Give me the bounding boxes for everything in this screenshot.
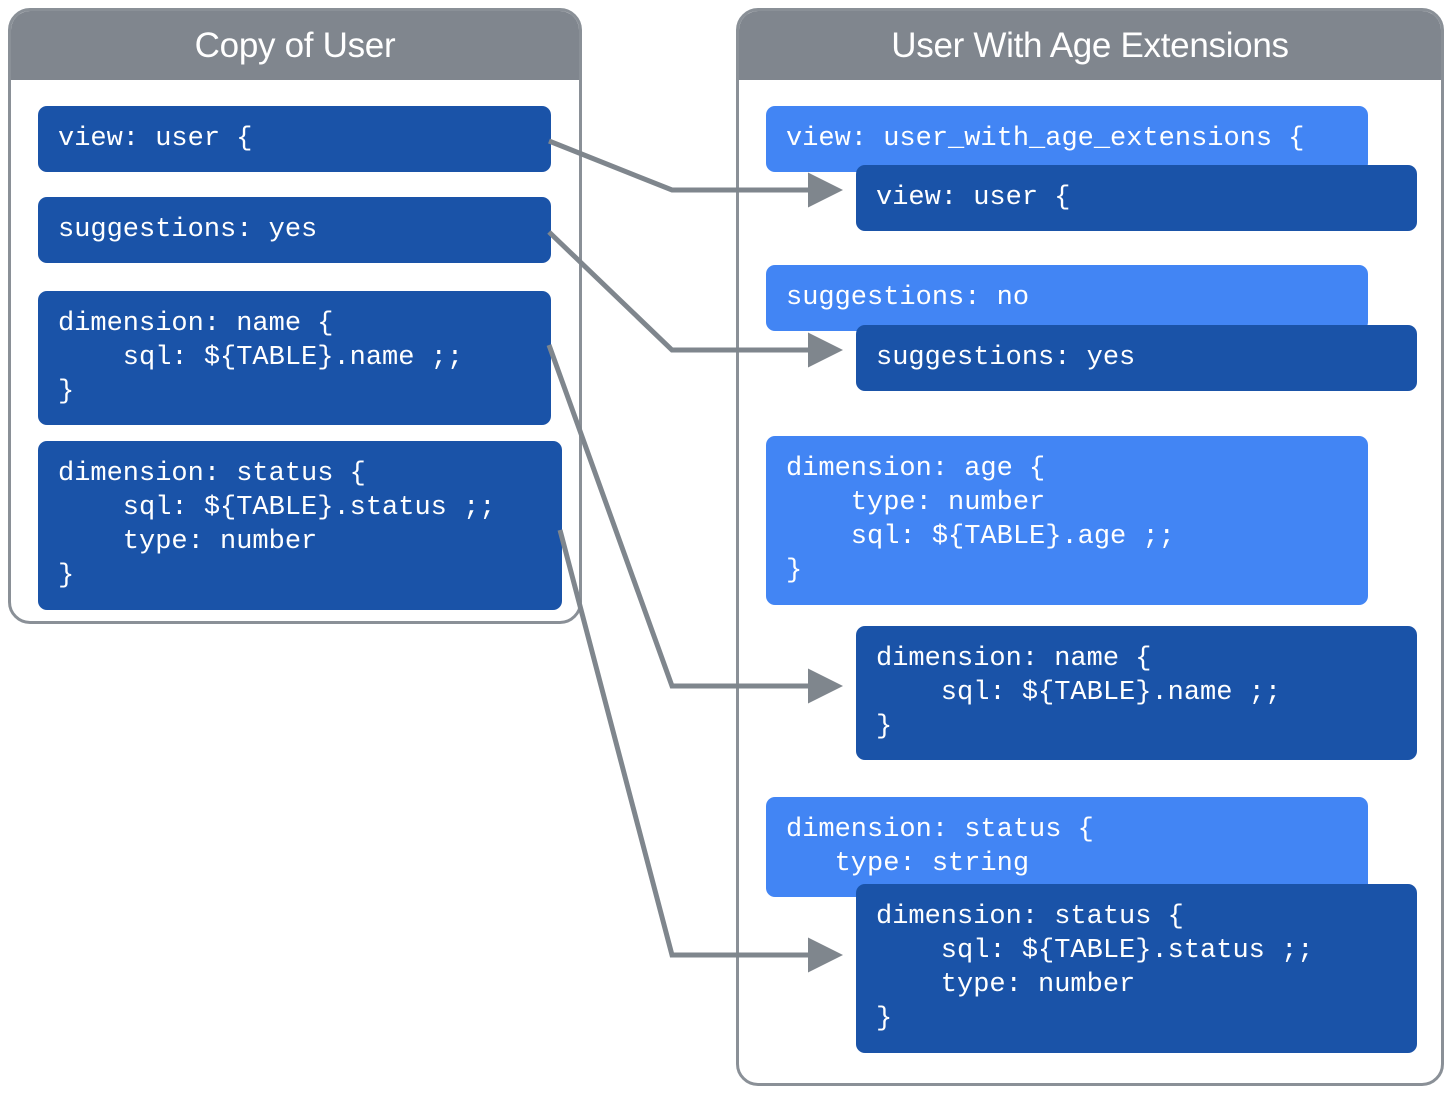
card-right-dimension-status-light[interactable]: dimension: status { type: string [766, 797, 1368, 897]
card-right-view-extension[interactable]: view: user_with_age_extensions { [766, 106, 1368, 172]
panel-user-with-age-extensions: User With Age Extensions view: user_with… [736, 8, 1444, 1086]
panel-left-title: Copy of User [194, 25, 396, 65]
card-right-dimension-status-dark[interactable]: dimension: status { sql: ${TABLE}.status… [856, 884, 1417, 1053]
card-left-dimension-name[interactable]: dimension: name { sql: ${TABLE}.name ;; … [38, 291, 551, 425]
panel-left-body: view: user { suggestions: yes dimension:… [11, 80, 579, 621]
panel-right-title: User With Age Extensions [891, 25, 1289, 65]
card-right-view-base[interactable]: view: user { [856, 165, 1417, 231]
card-right-suggestions-no[interactable]: suggestions: no [766, 265, 1368, 331]
card-right-dimension-age[interactable]: dimension: age { type: number sql: ${TAB… [766, 436, 1368, 605]
panel-right-body: view: user_with_age_extensions { view: u… [739, 80, 1441, 1083]
panel-left-header: Copy of User [11, 11, 579, 80]
panel-right-header: User With Age Extensions [739, 11, 1441, 80]
panel-copy-of-user: Copy of User view: user { suggestions: y… [8, 8, 582, 624]
card-right-dimension-name[interactable]: dimension: name { sql: ${TABLE}.name ;; … [856, 626, 1417, 760]
card-left-suggestions[interactable]: suggestions: yes [38, 197, 551, 263]
card-left-dimension-status[interactable]: dimension: status { sql: ${TABLE}.status… [38, 441, 562, 610]
card-right-suggestions-yes[interactable]: suggestions: yes [856, 325, 1417, 391]
card-left-view[interactable]: view: user { [38, 106, 551, 172]
